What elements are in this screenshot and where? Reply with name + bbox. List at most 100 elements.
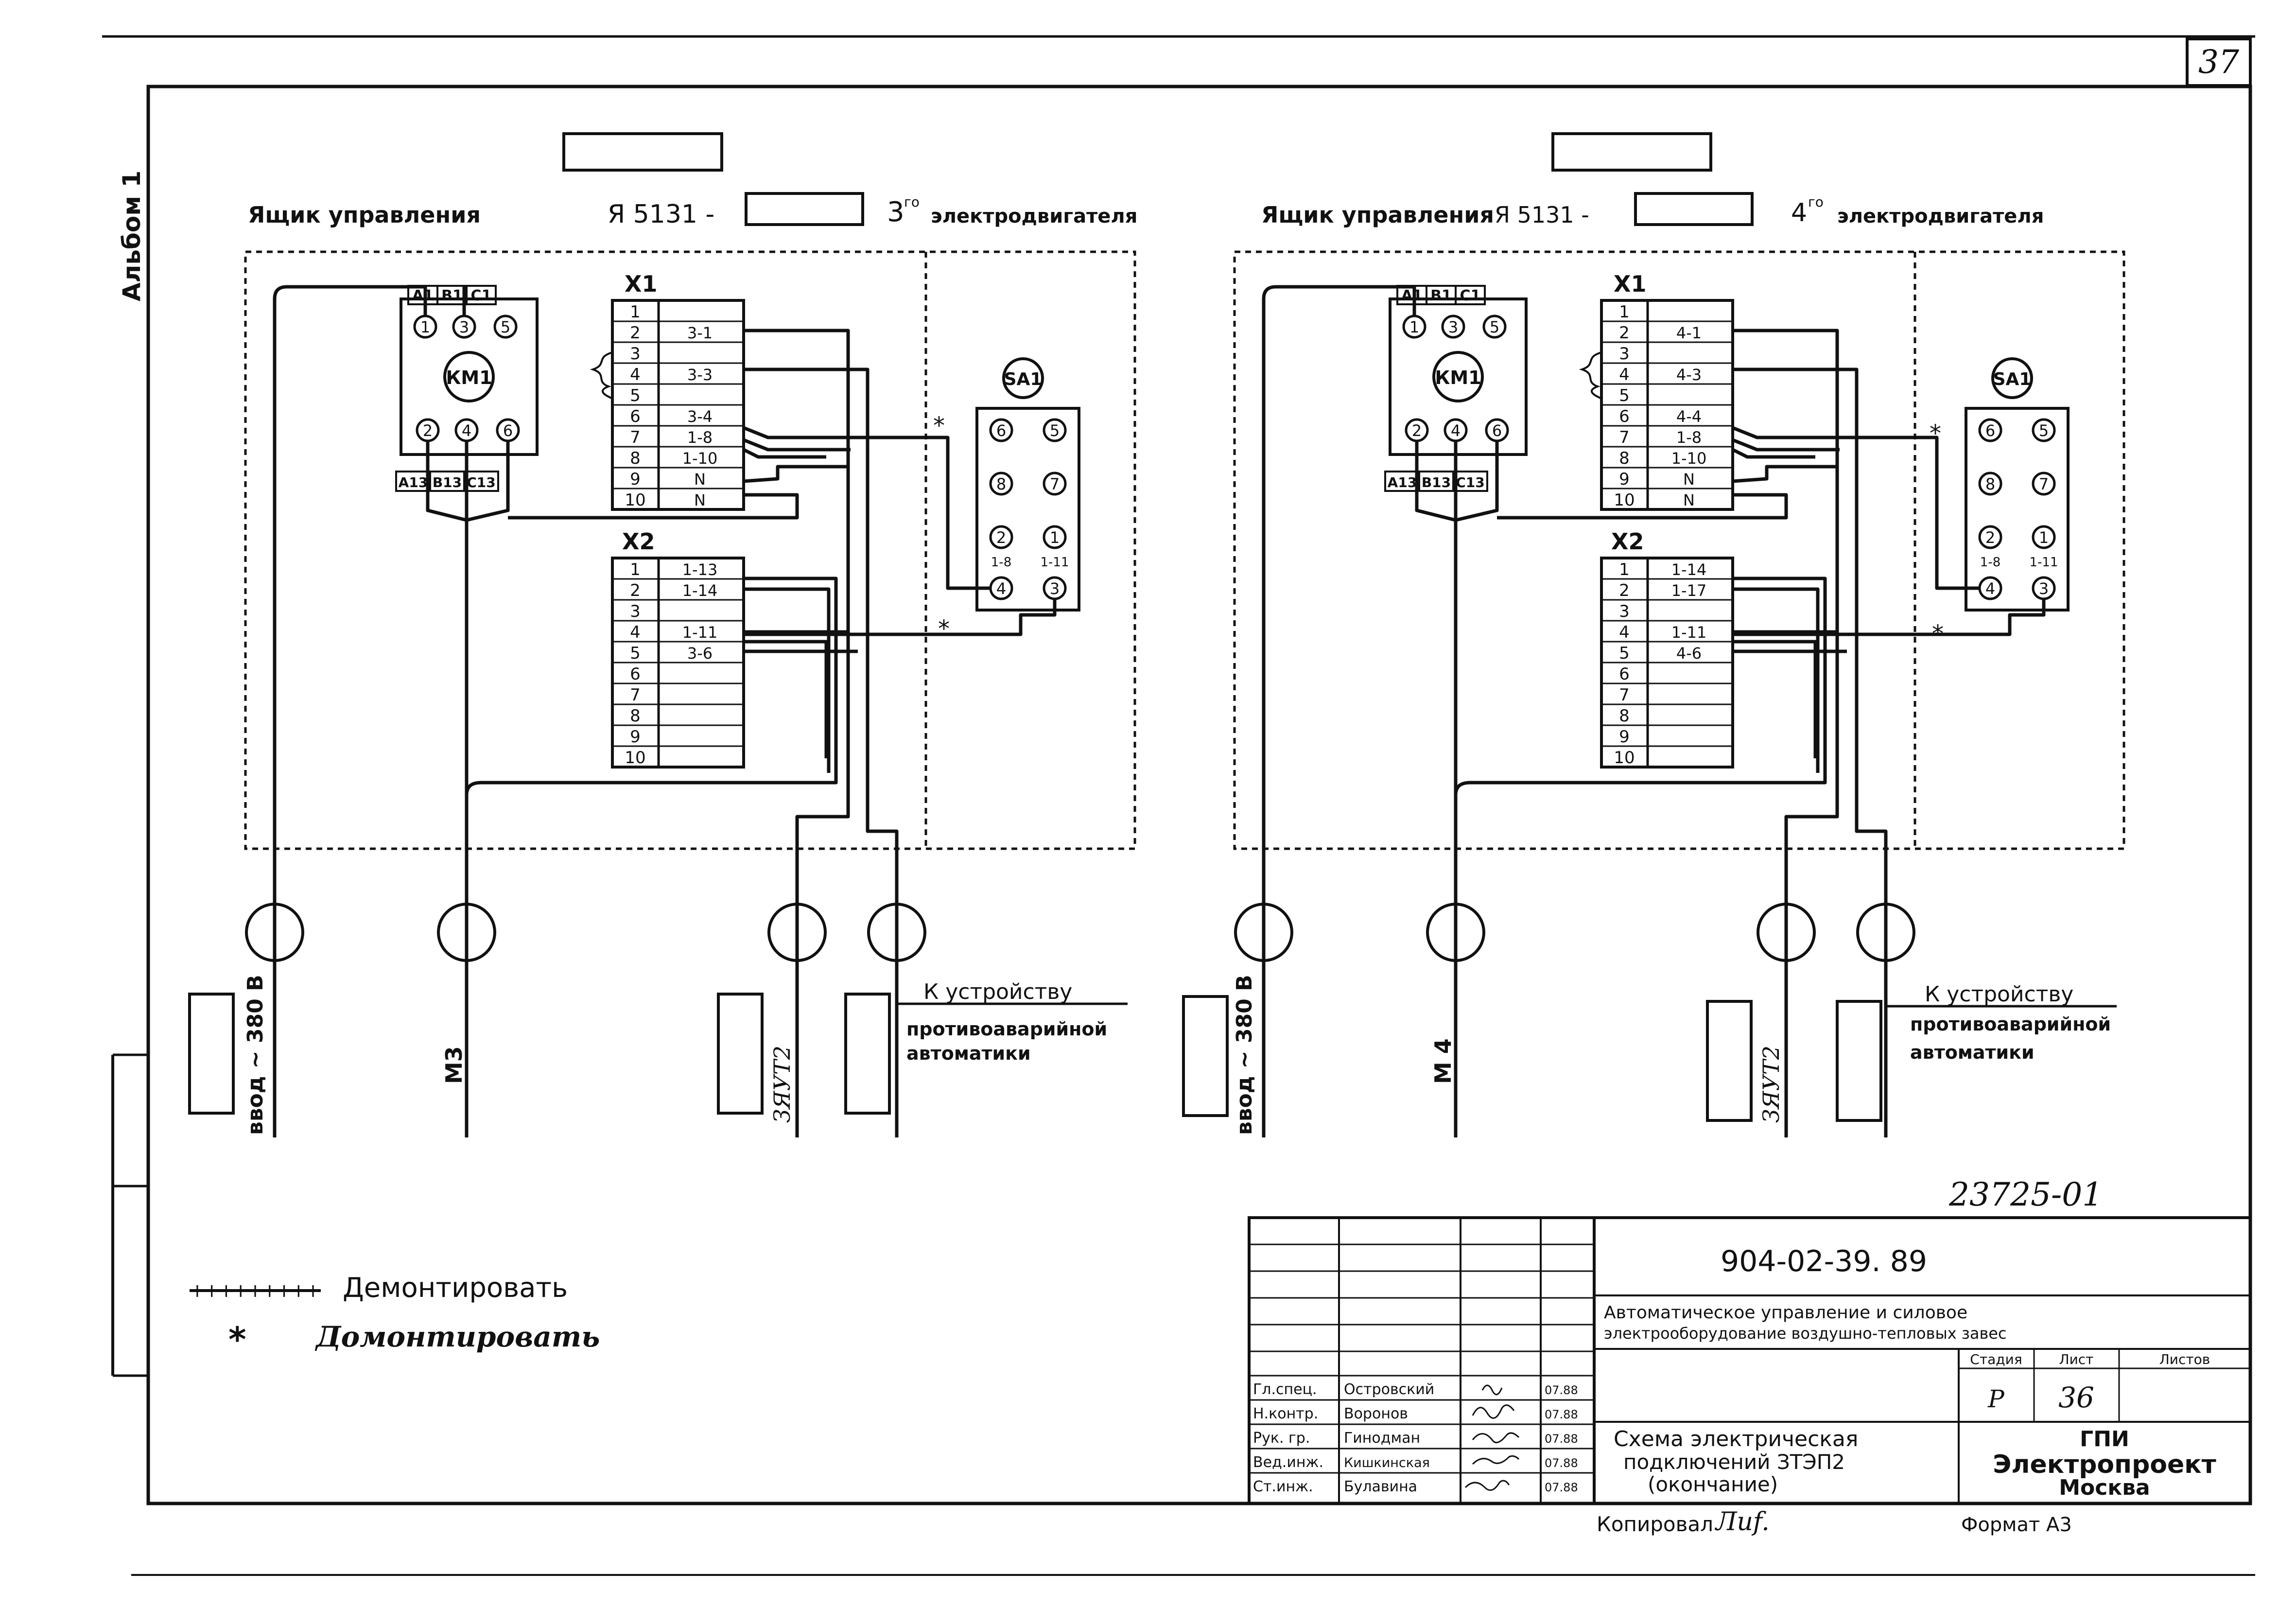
- svg-text:3: 3: [459, 318, 469, 336]
- svg-text:2: 2: [1985, 528, 1995, 547]
- x1-jumper: [590, 351, 613, 400]
- svg-text:Островский: Островский: [1344, 1381, 1434, 1398]
- svg-text:Гинодман: Гинодман: [1344, 1430, 1420, 1447]
- contactor-coil: [1432, 351, 1484, 402]
- svg-text:4: 4: [630, 365, 641, 385]
- blank-tag-box: [1551, 132, 1712, 172]
- switch-label: SA1: [1004, 369, 1043, 389]
- svg-text:6: 6: [1619, 407, 1630, 426]
- svg-text:4-3: 4-3: [1676, 366, 1702, 384]
- svg-text:1-11: 1-11: [1040, 555, 1069, 570]
- switch-sa1: SA1 6 5 8 7 2 1 4 3 1-8 1-11: [1965, 357, 2070, 612]
- switch-label: SA1: [1993, 369, 2032, 389]
- svg-text:2: 2: [1412, 421, 1422, 440]
- svg-text:5: 5: [2039, 421, 2049, 440]
- svg-text:8: 8: [1619, 706, 1630, 726]
- svg-text:Ст.инж.: Ст.инж.: [1253, 1478, 1313, 1495]
- svg-text:3: 3: [1050, 579, 1060, 598]
- svg-text:10: 10: [625, 748, 645, 768]
- contactor-top-phases: А1 В1 С1: [407, 285, 497, 305]
- drawing-title-1: Схема электрическая: [1614, 1427, 1858, 1451]
- panel-type-box: [745, 192, 864, 226]
- svg-text:8: 8: [630, 449, 641, 468]
- svg-text:1-11: 1-11: [2029, 555, 2058, 570]
- panel-motor-3: Ящик управления Я 5131 - 3 го электродви…: [188, 132, 1137, 1137]
- copied-label: Копировал: [1597, 1512, 1713, 1536]
- svg-text:1-17: 1-17: [1671, 581, 1707, 600]
- svg-text:N: N: [1683, 491, 1695, 509]
- svg-text:Гл.спец.: Гл.спец.: [1253, 1381, 1317, 1398]
- svg-text:6: 6: [1492, 421, 1502, 440]
- sheet-value: 36: [2058, 1381, 2094, 1414]
- panel-title-type: Я 5131 -: [1495, 202, 1589, 228]
- signature-rows: Гл.спец. Островский 07.88 Н.контр. Ворон…: [1253, 1381, 1578, 1495]
- x1-marks: 3-1 3-3 3-4 1-8 1-10 N N: [682, 324, 718, 509]
- svg-text:07.88: 07.88: [1545, 1383, 1578, 1397]
- svg-text:1-8: 1-8: [687, 428, 713, 447]
- cable-markers: [245, 903, 926, 1137]
- sheet-header: Лист: [2059, 1351, 2094, 1367]
- svg-text:4: 4: [630, 623, 641, 642]
- svg-text:4-4: 4-4: [1676, 407, 1702, 426]
- svg-text:2: 2: [423, 421, 433, 440]
- svg-text:1-14: 1-14: [1671, 560, 1707, 579]
- svg-text:В13: В13: [1422, 474, 1451, 490]
- svg-text:6: 6: [996, 421, 1006, 440]
- x1-label: Х1: [625, 271, 657, 297]
- blank-tag-box: [562, 132, 723, 172]
- svg-text:5: 5: [501, 318, 510, 336]
- svg-text:8: 8: [996, 475, 1006, 493]
- drawing-title-3: (окончание): [1648, 1472, 1778, 1496]
- svg-text:1-11: 1-11: [682, 623, 718, 642]
- to-device-label: К устройству: [923, 979, 1072, 1004]
- legend-mount: Домонтировать: [314, 1320, 600, 1353]
- svg-text:Воронов: Воронов: [1344, 1405, 1408, 1422]
- panel-title-right: электродвигателя: [1837, 205, 2044, 227]
- terminal-block-x2: Х2 1 2 3 4 5 6 7 8 9 10: [611, 528, 745, 769]
- panel-title-left: Ящик управления: [248, 202, 481, 228]
- panel-title-ordinal-sup: го: [1808, 194, 1824, 210]
- svg-text:5: 5: [1050, 421, 1060, 440]
- svg-text:1: 1: [1050, 528, 1060, 547]
- sheets-header: Листов: [2159, 1351, 2210, 1367]
- svg-text:Н.контр.: Н.контр.: [1253, 1405, 1318, 1422]
- x2-marks: 1-13 1-14 1-11 3-6: [682, 560, 718, 663]
- x1-numbers: 1 2 3 4 5 6 7 8 9 10: [1614, 302, 1635, 510]
- svg-text:3-3: 3-3: [687, 366, 713, 384]
- blank-cable-tag: [1182, 995, 1229, 1117]
- svg-text:7: 7: [1619, 685, 1630, 705]
- svg-text:1: 1: [1619, 302, 1630, 322]
- dismantle-symbol: +++++++++: [190, 1280, 321, 1301]
- x1-jumper: [1579, 351, 1602, 400]
- svg-text:5: 5: [1619, 386, 1630, 405]
- svg-text:В1: В1: [1430, 287, 1452, 304]
- panel-type-box: [1634, 192, 1754, 226]
- to-device-label: К устройству: [1925, 982, 2073, 1007]
- mount-star: *: [1930, 420, 1941, 447]
- cable-input-label: ввод ~ 380 В: [1232, 975, 1257, 1135]
- contactor-bottom-terminals: 2 4 6: [416, 418, 520, 442]
- contactor-top-terminals: 1 3 5: [413, 315, 518, 339]
- svg-text:3-6: 3-6: [687, 644, 713, 663]
- svg-text:3: 3: [630, 344, 641, 364]
- cable-markers: [1234, 903, 1915, 1137]
- svg-text:3: 3: [1619, 344, 1630, 364]
- hand-signatures: [1464, 1384, 1520, 1491]
- svg-text:1: 1: [630, 302, 641, 322]
- contactor-label: КМ1: [1435, 367, 1481, 388]
- svg-text:В1: В1: [441, 287, 463, 304]
- legend: +++++++++ Демонтировать * Домонтировать: [190, 1272, 600, 1360]
- device-line-2: автоматики: [906, 1043, 1031, 1064]
- svg-text:3: 3: [630, 602, 641, 621]
- svg-text:6: 6: [630, 407, 641, 426]
- svg-text:1: 1: [1409, 318, 1419, 336]
- terminal-block-x1: Х1 1 2 3 4 5 6 7 8 9 10: [1579, 271, 1734, 511]
- svg-text:7: 7: [630, 428, 641, 447]
- svg-text:4: 4: [1619, 623, 1630, 642]
- svg-text:1-11: 1-11: [1671, 623, 1707, 642]
- svg-text:9: 9: [630, 470, 641, 489]
- cable-heater-label: ЗЯУТ2: [1758, 1046, 1784, 1123]
- page-number: 37: [2198, 43, 2239, 81]
- x2-numbers: 1 2 3 4 5 6 7 8 9 10: [625, 560, 645, 768]
- svg-text:В13: В13: [433, 474, 462, 490]
